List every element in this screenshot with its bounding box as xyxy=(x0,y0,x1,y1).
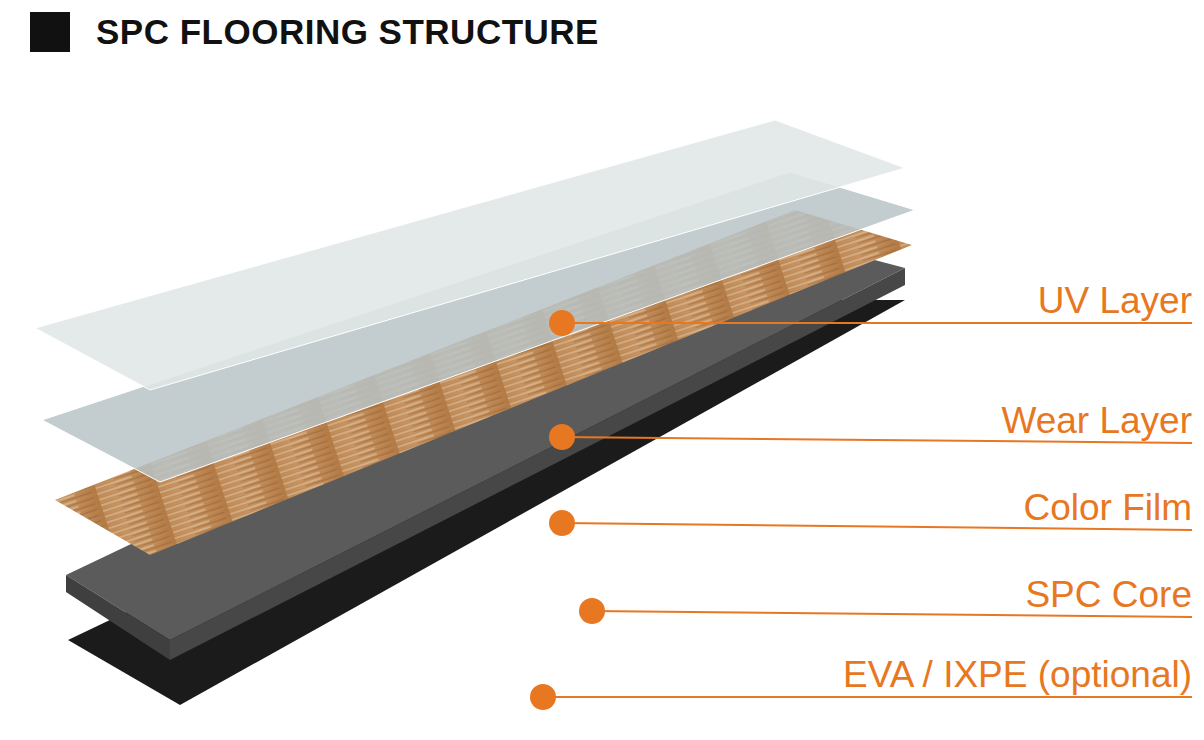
title-square xyxy=(30,12,70,52)
leader-line xyxy=(543,696,1192,698)
callout-dot xyxy=(549,510,575,536)
callout-dot xyxy=(579,598,605,624)
layer-label: UV Layer xyxy=(1038,282,1192,319)
uv-layer xyxy=(35,120,905,390)
leader-line xyxy=(562,322,1192,324)
callout-dot xyxy=(530,684,556,710)
layer-label: Color Film xyxy=(1023,489,1192,526)
layer-label: Wear Layer xyxy=(1001,402,1192,439)
layer-label: SPC Core xyxy=(1025,576,1192,613)
callout-dot xyxy=(549,424,575,450)
diagram-title: SPC FLOORING STRUCTURE xyxy=(96,12,599,52)
core-edge xyxy=(66,575,170,660)
layer-label: EVA / IXPE (optional) xyxy=(843,656,1192,693)
callout-dot xyxy=(549,310,575,336)
